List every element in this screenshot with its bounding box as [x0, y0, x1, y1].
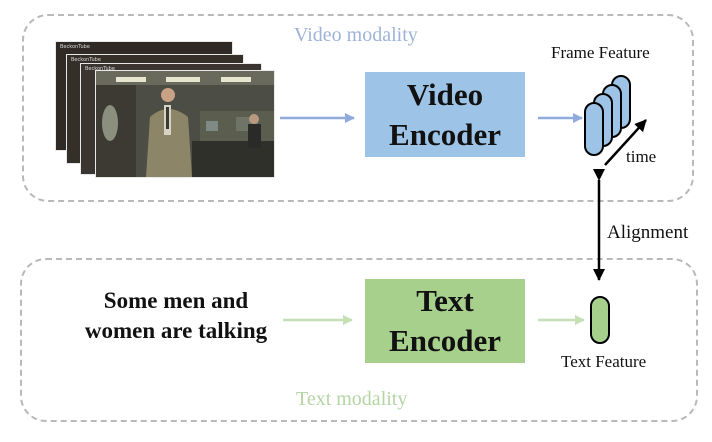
text-modality-region — [20, 258, 698, 422]
alignment-label: Alignment — [607, 222, 689, 243]
video-encoder-line2: Encoder — [389, 116, 501, 152]
video-modality-region — [22, 14, 694, 202]
video-encoder-line1: Video — [406, 76, 484, 112]
frame-tag: BeckonTube — [85, 66, 115, 72]
video-frame-front — [96, 71, 274, 177]
frame-tag: BeckonTube — [60, 44, 90, 50]
frame-tag: BeckonTube — [71, 57, 101, 63]
time-arrow-icon — [604, 119, 647, 166]
text-feature-label: Text Feature — [561, 352, 647, 371]
text-encoder-line2: Encoder — [389, 323, 501, 358]
frame-feature-cylinders — [584, 75, 631, 156]
video-modality-label: Video modality — [294, 24, 418, 46]
time-label: time — [626, 147, 657, 166]
office-scene-image — [96, 71, 274, 177]
text-feature-cylinder — [590, 296, 610, 344]
text-encoder-block: Text Encoder — [365, 279, 525, 363]
text-modality-label: Text modality — [296, 388, 408, 410]
text-query: Some men and women are talking — [84, 288, 268, 343]
frame-feature-label: Frame Feature — [551, 43, 650, 62]
text-encoder-line1: Text — [416, 283, 474, 318]
video-encoder-block: Video Encoder — [365, 72, 525, 157]
